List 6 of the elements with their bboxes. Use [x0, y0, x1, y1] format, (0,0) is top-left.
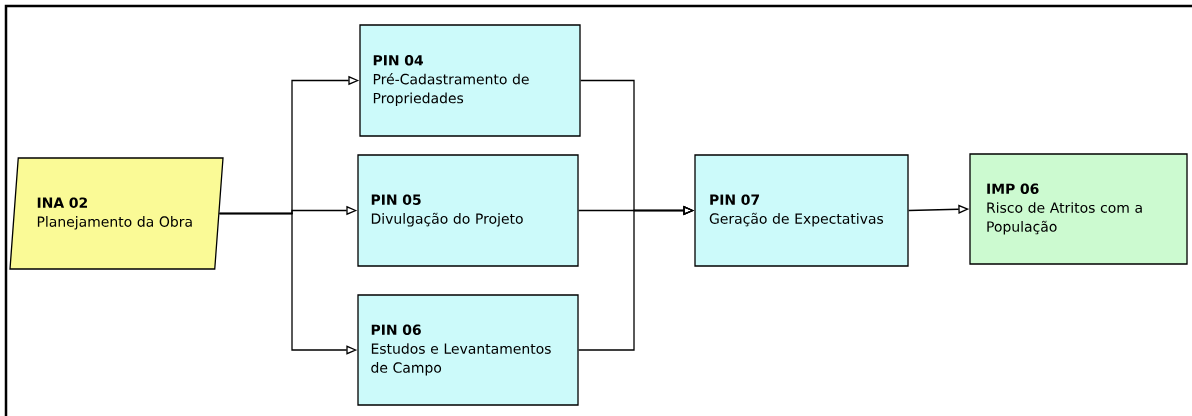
process-box: PIN 06 Estudos e Levantamentos de Campo [357, 294, 579, 406]
process-box: PIN 05 Divulgação do Projeto [357, 154, 579, 267]
process-box: PIN 07 Geração de Expectativas [694, 154, 909, 267]
input-parallelogram: INA 02 Planejamento da Obra [9, 157, 224, 270]
process-box: PIN 04 Pré-Cadastramento de Propriedades [359, 24, 581, 137]
outcome-box: IMP 06 Risco de Atritos com a População [969, 153, 1188, 265]
